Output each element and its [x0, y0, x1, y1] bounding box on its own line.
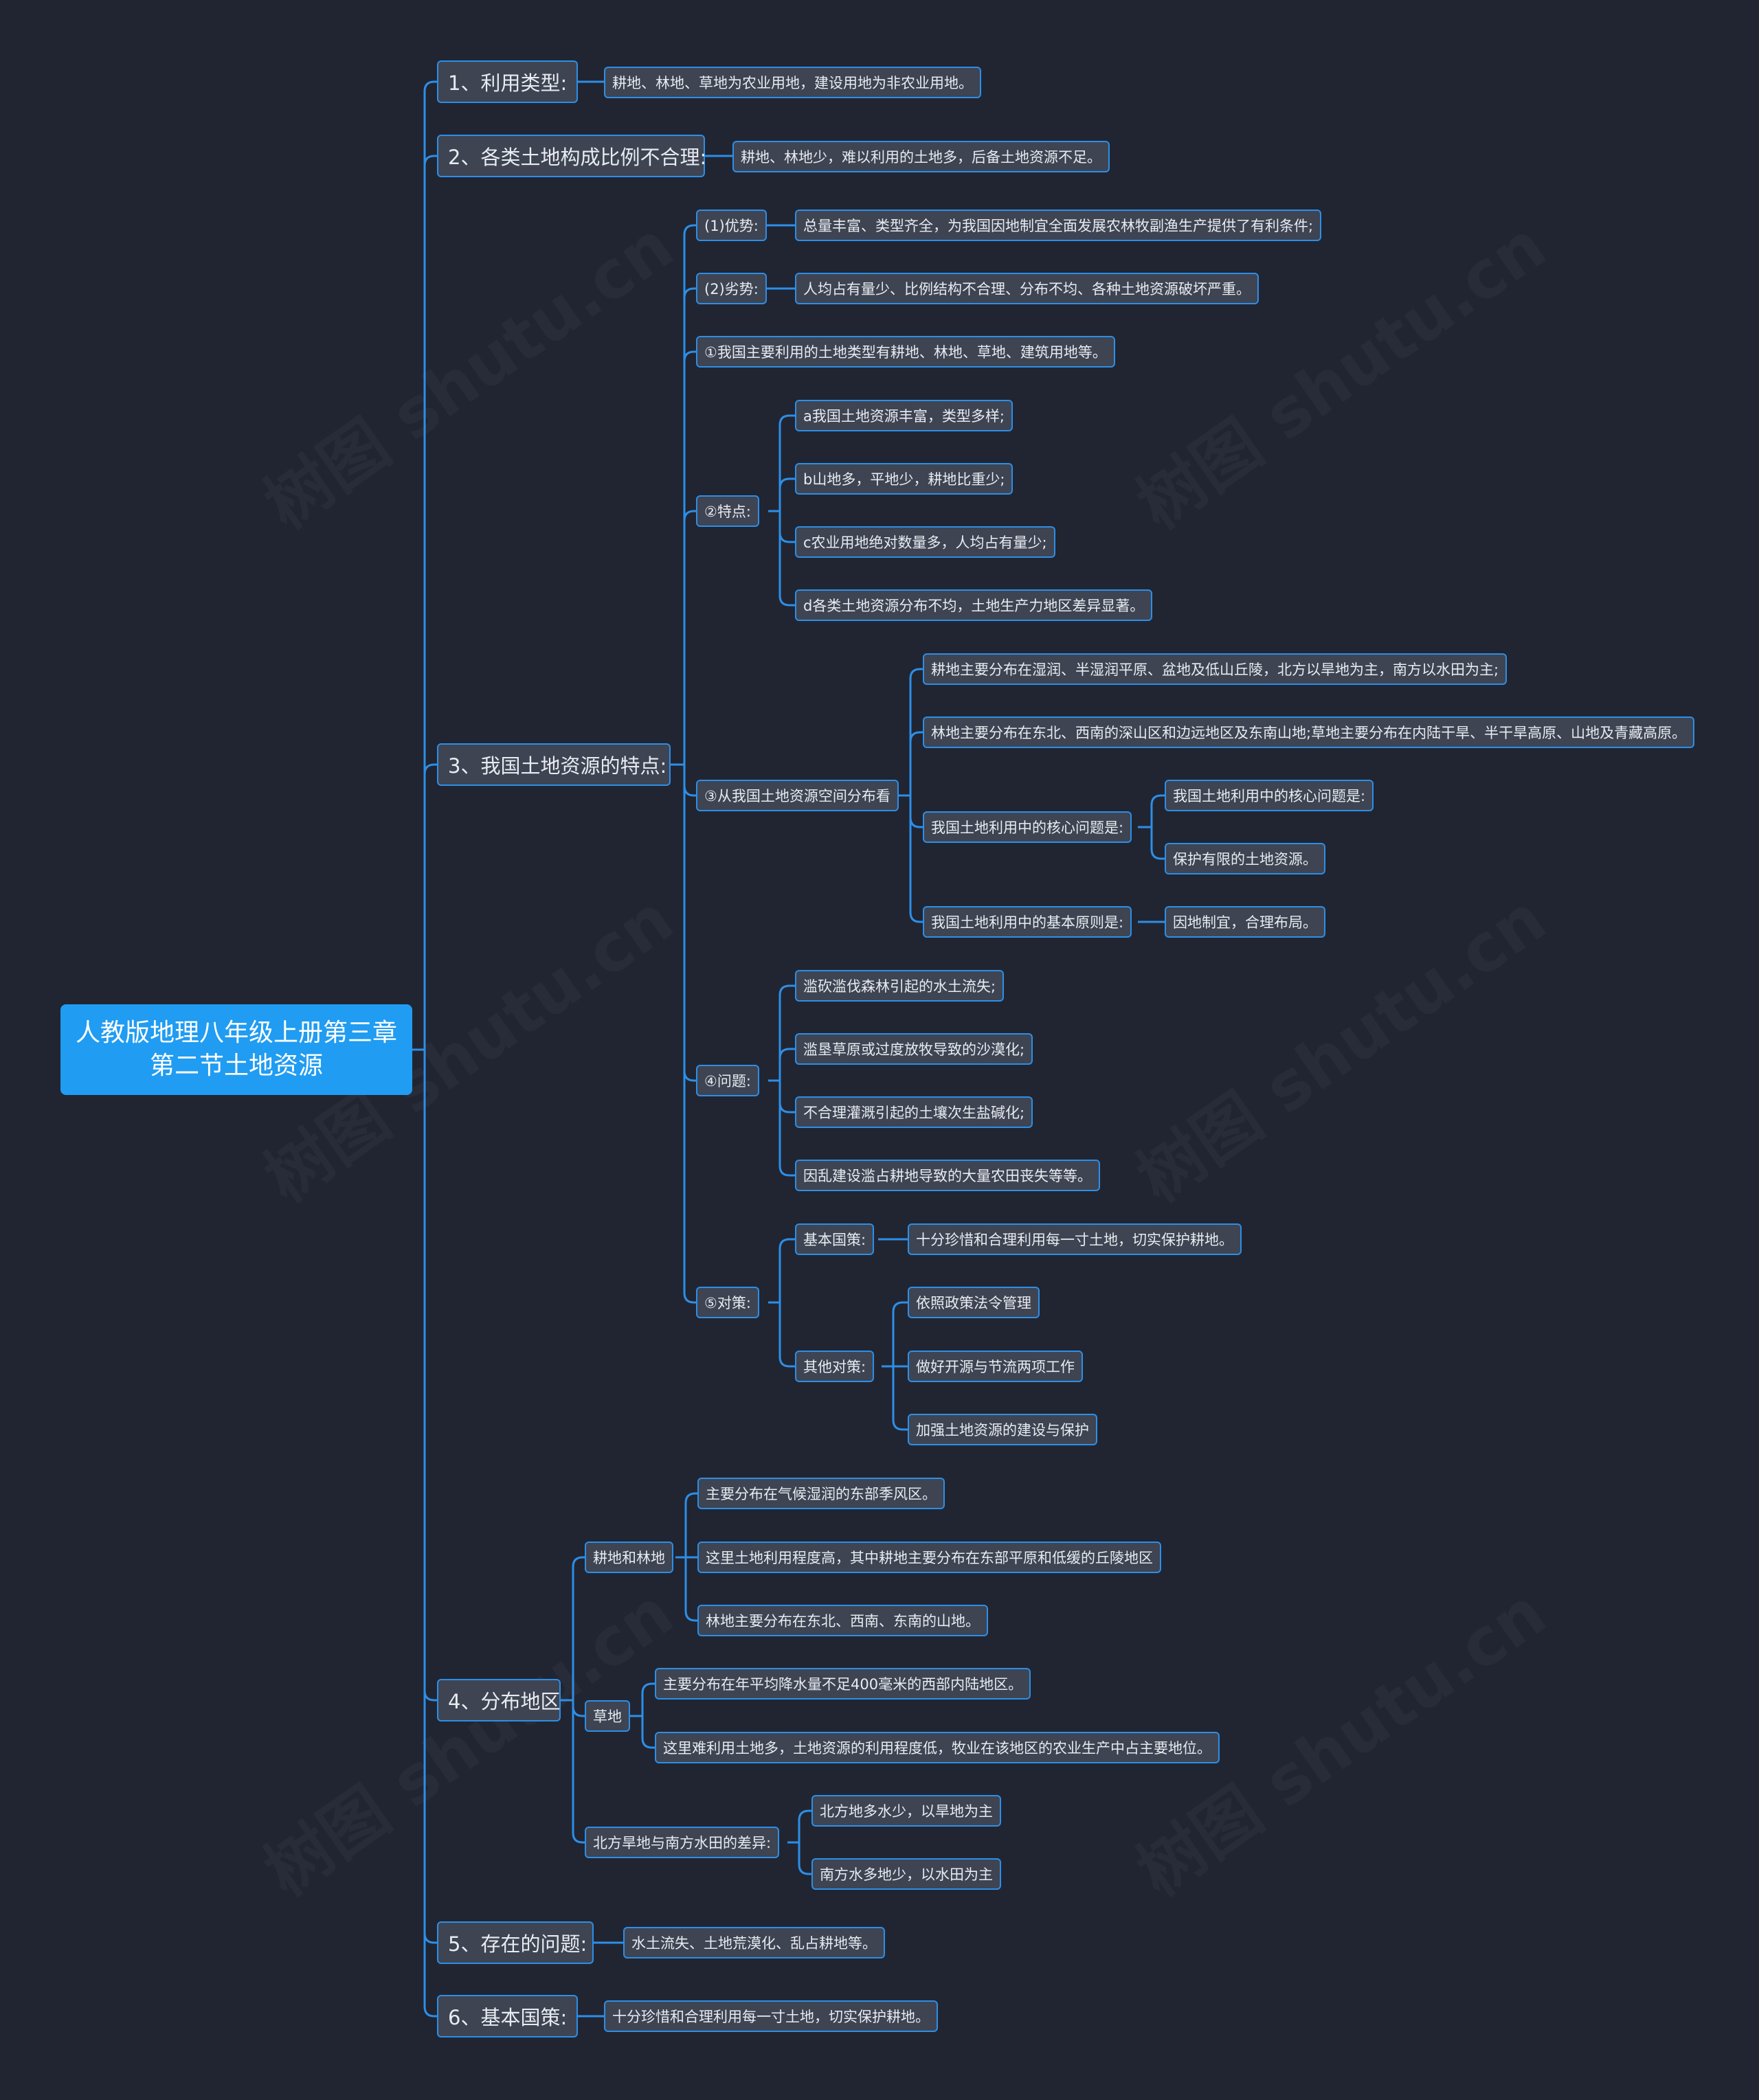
farmland-distribution[interactable]: 耕地主要分布在湿润、半湿润平原、盆地及低山丘陵，北方以旱地为主，南方以水田为主; [923, 653, 1508, 685]
core-problem-item[interactable]: 我国土地利用中的核心问题是: [1165, 780, 1374, 811]
connector-line [423, 2006, 437, 2018]
feature-item[interactable]: b山地多，平地少，耕地比重少; [795, 463, 1013, 495]
usage-types-detail[interactable]: 耕地、林地、草地为农业用地，建设用地为非农业用地。 [604, 67, 981, 98]
spatial-distribution-node[interactable]: ③从我国土地资源空间分布看 [696, 780, 899, 811]
connector-line [683, 287, 696, 299]
farmland-forest-item[interactable]: 主要分布在气候湿润的东部季风区。 [697, 1478, 945, 1509]
connector-line [683, 350, 696, 362]
core-problem-node[interactable]: 我国土地利用中的核心问题是: [923, 811, 1132, 843]
connector-line [778, 1048, 795, 1059]
problems-node[interactable]: ④问题: [696, 1065, 759, 1096]
feature-item[interactable]: d各类土地资源分布不均，土地生产力地区差异显著。 [795, 589, 1153, 621]
connector-line [683, 510, 696, 521]
farmland-forest-item[interactable]: 林地主要分布在东北、西南、东南的山地。 [697, 1605, 988, 1636]
basic-policy-statement[interactable]: 十分珍惜和合理利用每一寸土地，切实保护耕地。 [604, 2000, 938, 2032]
feature-item[interactable]: a我国土地资源丰富，类型多样; [795, 400, 1013, 431]
connector-line [572, 1832, 585, 1844]
watermark: 树图 shutu.cn [243, 194, 688, 547]
disadvantage-detail[interactable]: 人均占有量少、比例结构不合理、分布不均、各种土地资源破坏严重。 [795, 273, 1259, 304]
connector-line [572, 1556, 585, 1568]
watermark: 树图 shutu.cn [1115, 194, 1561, 547]
other-measure-item[interactable]: 依照政策法令管理 [908, 1287, 1040, 1318]
connector-line [798, 1864, 811, 1875]
basic-principle-detail[interactable]: 因地制宜，合理布局。 [1165, 906, 1325, 938]
connector-line [892, 1419, 908, 1431]
advantage-node[interactable]: (1)优势: [696, 210, 767, 241]
connector-line [684, 1492, 697, 1504]
branch-characteristics[interactable]: 3、我国土地资源的特点: [437, 743, 671, 786]
connector-line [683, 1070, 696, 1082]
other-measure-item[interactable]: 做好开源与节流两项工作 [908, 1351, 1083, 1382]
countermeasures-node[interactable]: ⑤对策: [696, 1287, 759, 1318]
connector-line [683, 224, 696, 236]
branch-basic-policy[interactable]: 6、基本国策: [437, 1995, 578, 2037]
connector-line [423, 1932, 437, 1944]
root-title-line1: 人教版地理八年级上册第三章 [75, 1019, 397, 1047]
branch-distribution-areas[interactable]: 4、分布地区 [437, 1679, 561, 1721]
connector-line [423, 155, 437, 166]
connector-line [423, 1690, 437, 1702]
connector-line [641, 1682, 655, 1694]
basic-principle-node[interactable]: 我国土地利用中的基本原则是: [923, 906, 1132, 938]
grassland-item[interactable]: 主要分布在年平均降水量不足400毫米的西部内陆地区。 [655, 1668, 1031, 1700]
connector-line [892, 1301, 908, 1313]
grassland-item[interactable]: 这里难利用土地多，土地资源的利用程度低，牧业在该地区的农业生产中占主要地位。 [655, 1732, 1220, 1763]
land-ratio-detail[interactable]: 耕地、林地少，难以利用的土地多，后备土地资源不足。 [732, 141, 1110, 172]
feature-item[interactable]: c农业用地绝对数量多，人均占有量少; [795, 526, 1055, 558]
problem-item[interactable]: 滥垦草原或过度放牧导致的沙漠化; [795, 1033, 1033, 1065]
connector-line [641, 1737, 655, 1749]
connector-line [778, 595, 795, 607]
connector-line [778, 477, 795, 489]
core-problem-item[interactable]: 保护有限的土地资源。 [1165, 843, 1325, 874]
basic-policy-detail[interactable]: 十分珍惜和合理利用每一寸土地，切实保护耕地。 [908, 1223, 1242, 1255]
connector-line [423, 763, 437, 775]
connector-line [683, 1292, 696, 1304]
connector-line [572, 1706, 585, 1717]
connector-line [778, 1356, 795, 1368]
root-topic[interactable]: 人教版地理八年级上册第三章 第二节土地资源 [60, 1004, 412, 1095]
main-land-types[interactable]: ①我国主要利用的土地类型有耕地、林地、草地、建筑用地等。 [696, 336, 1115, 368]
connector-line [909, 912, 923, 923]
connector-line [1150, 848, 1165, 860]
connector-line [1150, 794, 1165, 806]
north-south-difference-node[interactable]: 北方旱地与南方水田的差异: [585, 1827, 780, 1858]
branch-land-ratio[interactable]: 2、各类土地构成比例不合理: [437, 135, 706, 177]
problem-item[interactable]: 因乱建设滥占耕地导致的大量农田丧失等等。 [795, 1160, 1100, 1191]
branch-existing-problems[interactable]: 5、存在的问题: [437, 1921, 594, 1964]
other-measures-node[interactable]: 其他对策: [795, 1351, 875, 1382]
connector-line [778, 1165, 795, 1177]
other-measure-item[interactable]: 加强土地资源的建设与保护 [908, 1414, 1097, 1445]
basic-policy-node[interactable]: 基本国策: [795, 1223, 875, 1255]
forest-grass-distribution[interactable]: 林地主要分布在东北、西南的深山区和边远地区及东南山地;草地主要分布在内陆干旱、半… [923, 716, 1695, 748]
root-title-line2: 第二节土地资源 [149, 1052, 323, 1080]
north-south-item[interactable]: 南方水多地少，以水田为主 [811, 1858, 1001, 1890]
disadvantage-node[interactable]: (2)劣势: [696, 273, 767, 304]
connector-line [798, 1809, 811, 1821]
connector-line [778, 1238, 795, 1250]
features-node[interactable]: ②特点: [696, 495, 759, 527]
watermark: 树图 shutu.cn [243, 1561, 688, 1914]
connector-line [778, 414, 795, 426]
advantage-detail[interactable]: 总量丰富、类型齐全，为我国因地制宜全面发展农林牧副渔生产提供了有利条件; [795, 210, 1322, 241]
connector-line [909, 817, 923, 828]
existing-problems-detail[interactable]: 水土流失、土地荒漠化、乱占耕地等。 [623, 1927, 885, 1958]
farmland-forest-item[interactable]: 这里土地利用程度高，其中耕地主要分布在东部平原和低缓的丘陵地区 [697, 1542, 1161, 1573]
grassland-node[interactable]: 草地 [585, 1700, 630, 1732]
branch-usage-types[interactable]: 1、利用类型: [437, 60, 578, 103]
connector-line [423, 80, 437, 92]
connector-line [683, 785, 696, 797]
connector-line [778, 532, 795, 543]
north-south-item[interactable]: 北方地多水少，以旱地为主 [811, 1795, 1001, 1827]
farmland-forest-node[interactable]: 耕地和林地 [585, 1542, 673, 1573]
connector-line [778, 1102, 795, 1114]
problem-item[interactable]: 不合理灌溉引起的土壤次生盐碱化; [795, 1096, 1033, 1128]
connector-line [778, 984, 795, 996]
problem-item[interactable]: 滥砍滥伐森林引起的水土流失; [795, 970, 1005, 1002]
connector-line [909, 668, 923, 679]
connector-line [909, 731, 923, 743]
connector-line [684, 1610, 697, 1622]
